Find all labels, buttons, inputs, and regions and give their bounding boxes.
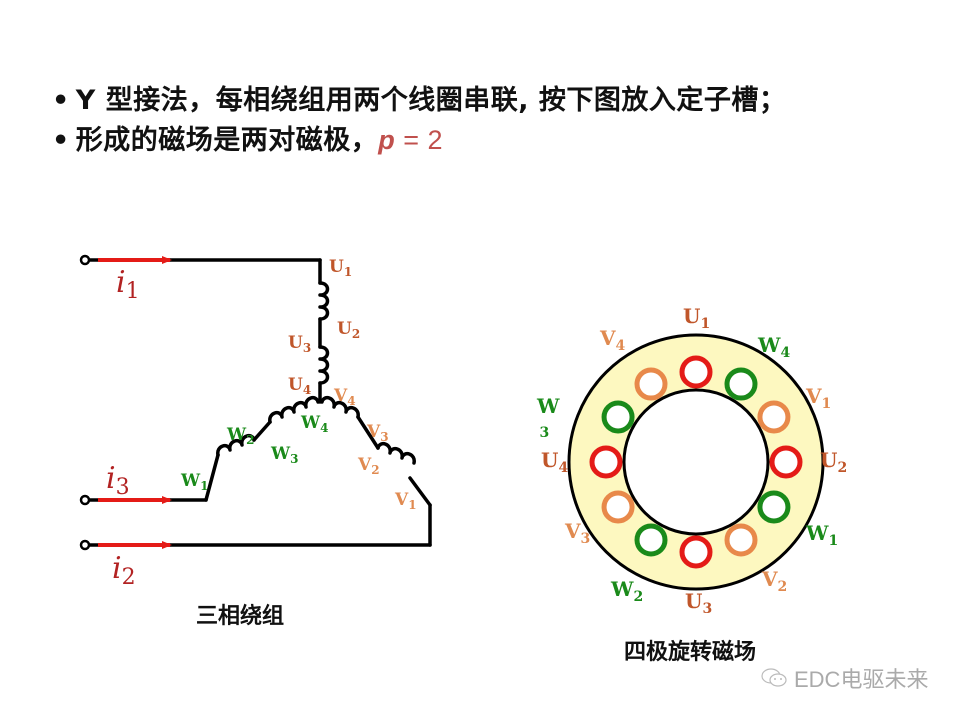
slot-w [601,400,635,434]
circuit-label-v1: V1 [394,490,417,512]
wire-v3-v2 [356,415,380,450]
stator-ring [567,333,825,591]
terminal-2 [79,539,91,551]
circuit-label-u4: U4 [288,375,311,397]
wire-v1 [408,476,432,507]
slot-w [757,490,791,524]
slot-u [679,355,713,389]
slot-u [679,535,713,569]
stator-label-v2: V2 [761,567,787,595]
slot-u [589,445,623,479]
circuit-label-v4: V4 [333,386,356,408]
slot-v [601,490,635,524]
slot-v [757,400,791,434]
slot-u [769,445,803,479]
watermark: EDC电驱未来 [760,662,928,694]
stator-slots [589,355,803,569]
stator-label-v1: V1 [805,384,831,412]
stator-inner [622,388,770,536]
wire-w1 [204,453,220,502]
slot-w [634,523,668,557]
current-label-i2: i2 [112,551,136,590]
current-label-i1: i1 [116,265,140,304]
coil-w2-w1 [216,433,256,457]
wechat-icon [761,668,787,687]
coil-u1-u2 [318,281,330,321]
stator-label-v4: V4 [599,326,626,354]
circuit-label-w4: W4 [300,413,328,435]
circuit-label-v2: V2 [357,455,380,477]
bullet-dot: • [52,125,70,156]
stator-label-v3: V3 [564,519,590,547]
circuit-label-v3: V3 [366,422,389,444]
terminal-1 [79,254,91,266]
stator-label-u3: U3 [685,589,712,617]
slot-v [724,523,758,557]
circuit-label-u3: U3 [288,333,311,355]
circuit-label-u1: U1 [329,257,352,279]
circuit-label-u2: U2 [337,319,360,341]
stator-label-u1: U1 [683,304,710,332]
bullet-line-2: •形成的磁场是两对磁极，p = 2 [52,118,443,157]
wire-w3-w2 [252,420,272,442]
circuit-label-w2: W2 [226,425,254,447]
watermark-text: EDC电驱未来 [794,667,929,692]
stator-label-w2: W2 [610,577,643,605]
coil-v4-v3 [320,395,360,419]
circuit-label-w1: W1 [180,471,208,493]
pole-pair-variable: p [378,125,396,155]
bullet-text-1: Y 型接法，每相绕组用两个线圈串联, 按下图放入定子槽； [75,85,787,116]
stator-label-w4: W4 [757,333,790,361]
coil-u3-u4 [318,345,330,385]
bullet-line-1: •Y 型接法，每相绕组用两个线圈串联, 按下图放入定子槽； [52,78,786,117]
coil-w4-w3 [268,395,320,424]
circuit-caption: 三相绕组 [196,604,285,629]
circuit-label-w3: W3 [270,444,298,466]
slot-w [724,367,758,401]
current-label-i3: i3 [106,461,130,500]
pole-pair-value: = 2 [395,125,444,155]
slot-v [634,367,668,401]
stator-label-u2: U2 [820,448,847,476]
stator-label-u4: U4 [541,448,568,476]
bullet-text-2: 形成的磁场是两对磁极， [75,125,379,156]
terminal-3 [79,494,91,506]
coil-v2-v1 [376,441,416,465]
stator-caption: 四极旋转磁场 [624,640,757,665]
bullet-dot: • [52,85,70,116]
stator-label-w1: W1 [805,521,838,549]
